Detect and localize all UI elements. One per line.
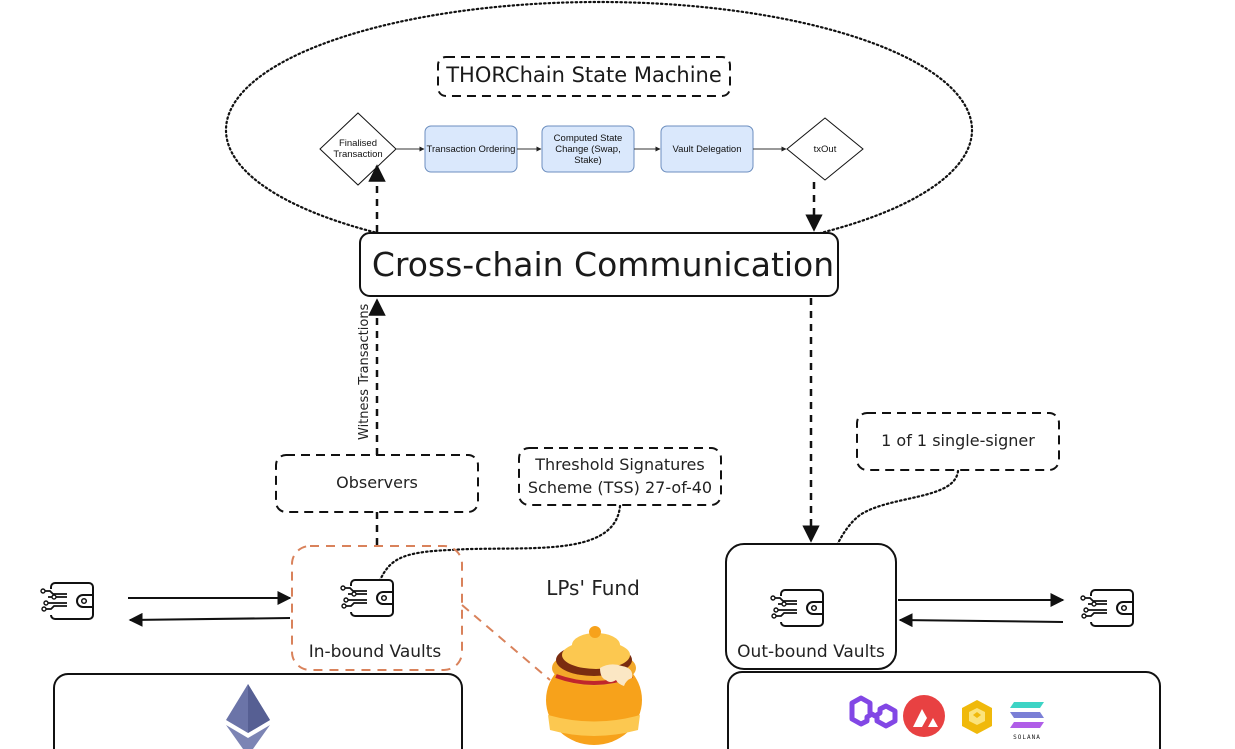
inbound-to-lp-fund-connector	[461, 604, 551, 681]
single-signer-box: 1 of 1 single-signer	[856, 412, 1060, 471]
flow-step-computed-state-change: Computed State Change (Swap, Stake)	[541, 125, 635, 173]
state-machine-title-text: THORChain State Machine	[445, 63, 722, 87]
flow-step-finalised-transaction: Finalised Transaction	[319, 112, 397, 186]
single-signer-label: 1 of 1 single-signer	[881, 431, 1035, 450]
polygon-icon	[849, 695, 898, 729]
flow-step-vault-delegation: Vault Delegation	[660, 125, 754, 173]
state-machine-title: THORChain State Machine	[437, 56, 731, 97]
arrow-user-to-outbound	[898, 613, 1064, 628]
arrow-inbound-to-user	[128, 612, 291, 627]
observers-box: Observers	[275, 454, 479, 513]
bnb-icon	[962, 700, 992, 734]
tss-box: Threshold Signatures Scheme (TSS) 27-of-…	[518, 447, 722, 506]
flow-step-transaction-ordering: Transaction Ordering	[424, 125, 518, 173]
chain-box-right: SOLANA	[727, 671, 1161, 749]
cross-chain-communication-box: Cross-chain Communication	[359, 232, 839, 297]
user-wallet-right-icon	[1080, 589, 1134, 627]
observers-label: Observers	[336, 473, 418, 492]
outbound-vaults-box: Out-bound Vaults	[725, 543, 897, 670]
cross-chain-label: Cross-chain Communication	[372, 245, 834, 284]
computed-line-2: Change (Swap,	[555, 144, 620, 155]
lp-fund-label: LPs' Fund	[546, 576, 640, 600]
tss-line-1: Threshold Signatures	[534, 455, 704, 474]
inbound-vault-wallet-icon	[340, 579, 394, 617]
honey-pot-icon	[546, 626, 642, 745]
ordering-label: Transaction Ordering	[427, 144, 516, 155]
inbound-vaults-label: In-bound Vaults	[309, 642, 442, 662]
finalised-line-2: Transaction	[333, 149, 382, 160]
solana-wordmark: SOLANA	[1013, 734, 1041, 741]
flow-step-txout: txOut	[786, 117, 864, 181]
computed-line-1: Computed State	[554, 133, 623, 144]
txout-label: txOut	[814, 144, 837, 155]
finalised-line-1: Finalised	[339, 138, 377, 149]
tss-to-inbound-connector	[378, 504, 622, 582]
tss-line-2: Scheme (TSS) 27-of-40	[528, 478, 712, 497]
ethereum-icon	[226, 684, 270, 749]
computed-line-3: Stake)	[574, 155, 601, 166]
user-wallet-left-icon	[40, 582, 94, 620]
outbound-vaults-label: Out-bound Vaults	[737, 642, 885, 662]
solana-icon: SOLANA	[1010, 702, 1044, 741]
state-machine-boundary	[224, 0, 974, 260]
delegation-label: Vault Delegation	[672, 144, 741, 155]
avalanche-icon	[903, 695, 945, 737]
witness-transactions-label: Witness Transactions	[357, 303, 372, 440]
chain-box-left	[53, 673, 463, 749]
inbound-vaults-box: In-bound Vaults	[291, 545, 463, 671]
